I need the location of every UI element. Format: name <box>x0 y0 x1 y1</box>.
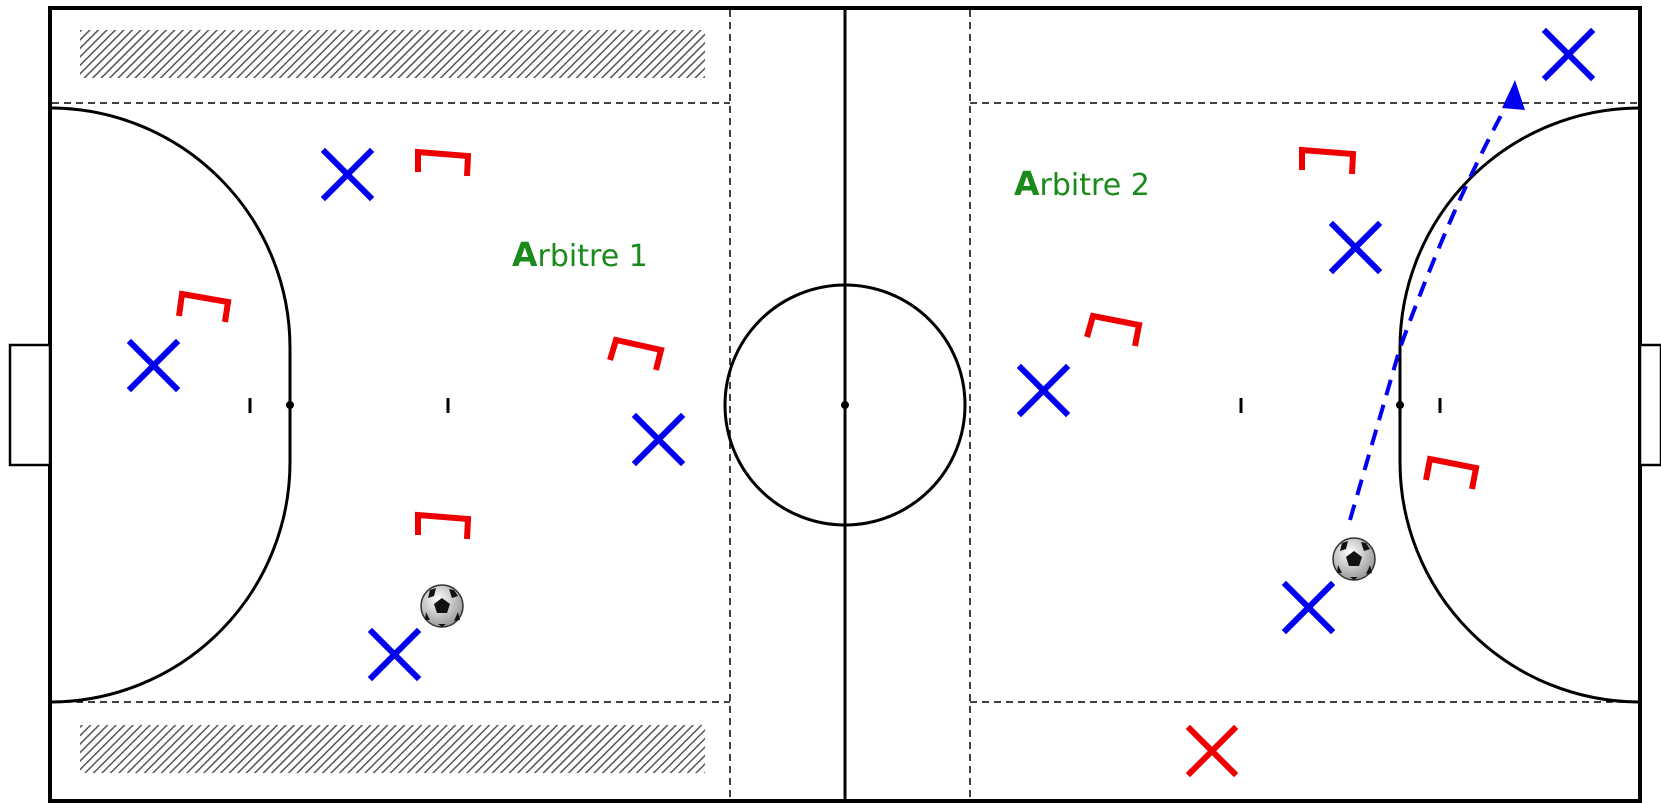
referee-1-label: Arbitre 1 <box>512 235 648 274</box>
red-bracket-marker-1 <box>415 148 472 177</box>
blue-x-marker-4 <box>367 627 422 682</box>
distance-marks <box>248 398 1442 413</box>
hatched-zone-bottom <box>80 725 705 773</box>
red-bracket-marker-2 <box>176 290 232 323</box>
hatched-zone-top <box>80 30 705 78</box>
attackers <box>126 27 1596 682</box>
right-penalty-spot <box>1396 401 1404 409</box>
red-bracket-marker-7 <box>1423 455 1480 490</box>
blue-x-marker-8 <box>1541 27 1596 82</box>
referee-2-label: Arbitre 2 <box>1014 164 1150 203</box>
blue-x-marker-1 <box>320 147 375 202</box>
pass-arrow-head <box>1502 80 1525 110</box>
center-circle <box>723 283 967 527</box>
right-goal <box>1638 343 1661 467</box>
red-bracket-marker-4 <box>415 511 472 540</box>
defenders <box>176 146 1480 540</box>
red-bracket-marker-3 <box>607 336 665 371</box>
blue-x-marker-2 <box>126 338 181 393</box>
blue-x-marker-3 <box>631 412 686 467</box>
blue-x-marker-7 <box>1281 580 1336 635</box>
left-penalty-spot <box>286 401 294 409</box>
center-spot <box>841 401 849 409</box>
red-bracket-marker-6 <box>1084 312 1143 347</box>
blue-x-marker-6 <box>1328 220 1383 275</box>
soccer-ball-left <box>420 584 464 628</box>
blue-x-marker-5 <box>1016 363 1071 418</box>
dashed-zone-lines <box>52 10 1638 799</box>
red-x-marker <box>1185 724 1239 778</box>
left-goal <box>8 343 52 467</box>
red-bracket-marker-5 <box>1299 146 1357 175</box>
soccer-ball-right <box>1332 537 1376 581</box>
